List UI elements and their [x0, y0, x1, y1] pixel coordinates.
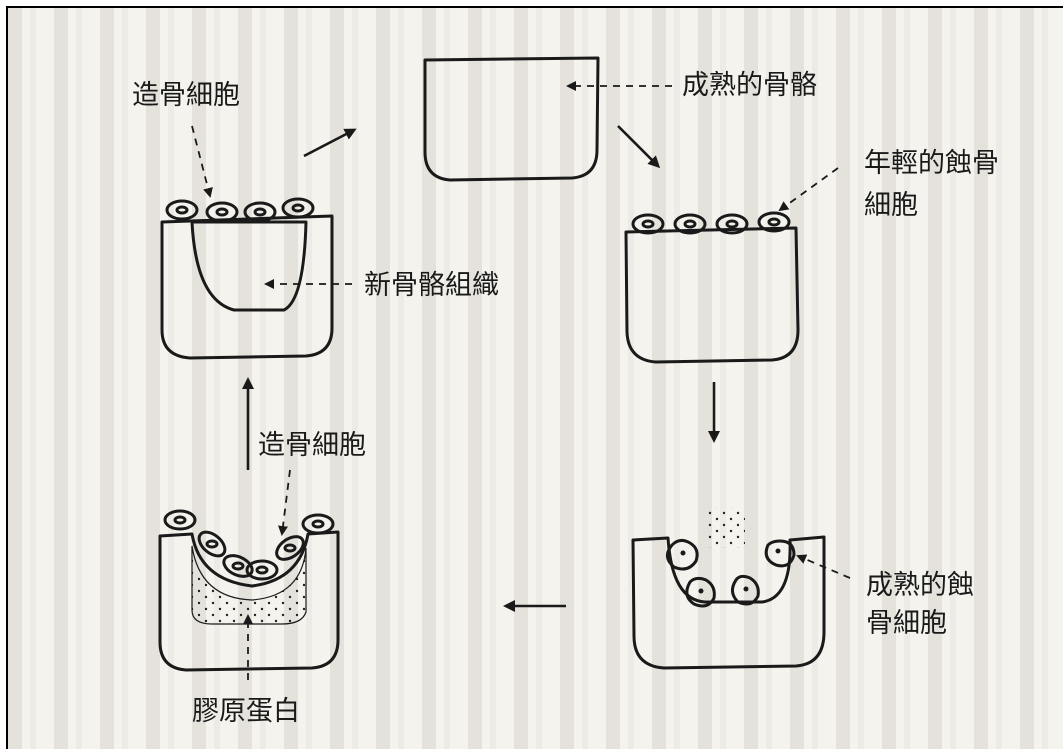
cycle-arrow-1 — [303, 128, 357, 158]
label-young-osteoclast-line1: 年輕的蝕骨 — [864, 148, 999, 179]
young-osteoclast-cells — [631, 211, 791, 235]
leader-mature-osteoclast — [796, 554, 851, 579]
label-osteoblast-top: 造骨細胞 — [132, 80, 240, 111]
cycle-arrow-2 — [617, 125, 661, 169]
frame-border — [6, 6, 1063, 749]
paper-texture — [7, 7, 1063, 749]
released-minerals — [705, 508, 745, 548]
young-osteoclast-stage — [624, 211, 800, 364]
osteoclast-cells — [666, 538, 796, 608]
label-collagen: 膠原蛋白 — [192, 696, 300, 727]
new-bone-formation-stage — [160, 197, 334, 360]
osteoblast-cells-bottom — [163, 509, 335, 581]
label-new-bone-tissue: 新骨骼組織 — [364, 270, 499, 301]
label-mature-bone: 成熟的骨骼 — [682, 70, 817, 101]
collagen-deposition-stage — [158, 509, 340, 672]
label-mature-osteoclast-line2: 骨細胞 — [866, 608, 947, 639]
label-mature-osteoclast-line1: 成熟的蝕 — [866, 570, 974, 601]
label-young-osteoclast-line2: 細胞 — [864, 190, 918, 221]
leader-osteoblast-mid — [278, 469, 291, 536]
resorption-pit-stage — [631, 508, 826, 670]
mature-bone-block — [423, 56, 600, 182]
osteoblast-cells-top — [165, 197, 315, 223]
label-osteoblast-mid: 造骨細胞 — [258, 430, 366, 461]
